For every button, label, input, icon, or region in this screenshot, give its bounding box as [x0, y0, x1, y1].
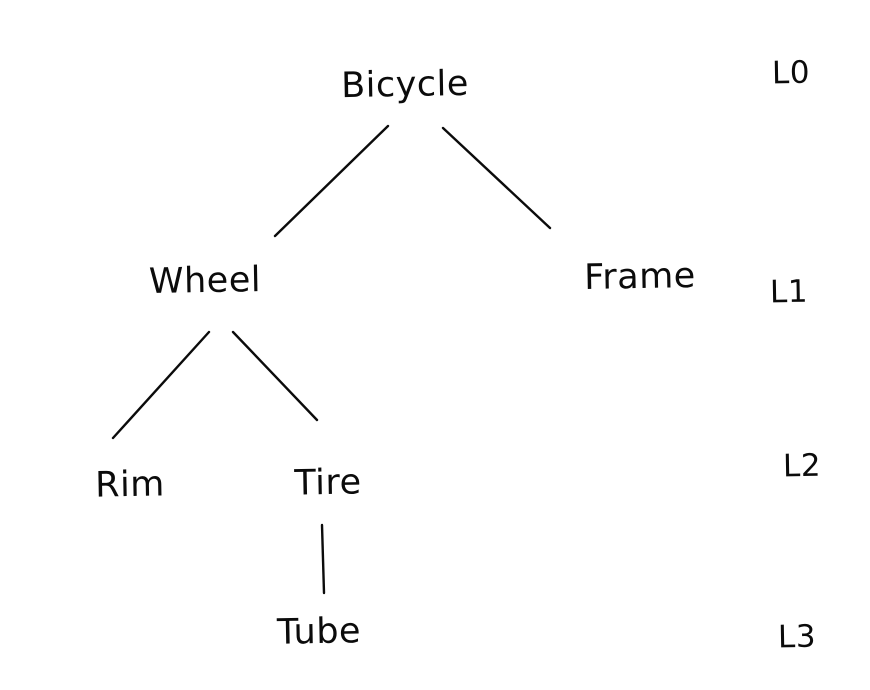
node-wheel: Wheel [148, 260, 262, 302]
level-label-l0: L0 [771, 54, 811, 92]
node-frame: Frame [583, 256, 697, 298]
node-bicycle: Bicycle [340, 63, 470, 107]
edge-wheel-rim [111, 330, 211, 440]
level-label-l1: L1 [769, 273, 809, 311]
node-tire: Tire [294, 462, 362, 504]
level-label-l2: L2 [782, 447, 822, 485]
edge-tire-tube [320, 523, 326, 595]
edge-bicycle-frame [441, 126, 552, 230]
edge-bicycle-wheel [273, 124, 390, 238]
edge-wheel-tire [231, 330, 319, 422]
node-rim: Rim [94, 464, 166, 506]
node-tube: Tube [276, 611, 362, 653]
level-label-l3: L3 [777, 618, 817, 656]
